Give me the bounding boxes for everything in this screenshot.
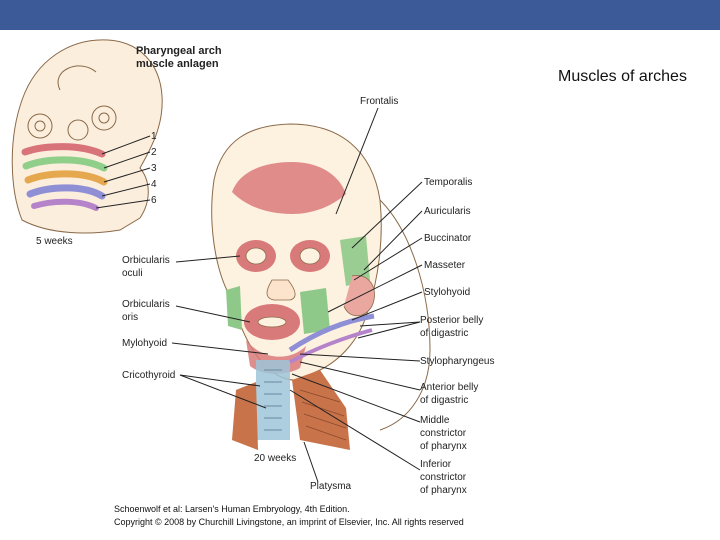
- label-auricularis: Auricularis: [424, 206, 471, 217]
- main-age-label: 20 weeks: [254, 453, 296, 464]
- label-middle-constrictor-line1: Middle: [420, 415, 450, 426]
- label-platysma: Platysma: [310, 481, 352, 492]
- label-anterior-belly-digastric-line2: of digastric: [420, 395, 468, 406]
- label-anterior-belly-digastric-line1: Anterior belly: [420, 382, 478, 393]
- label-orbicularis-oculi-line1: Orbicularis: [122, 255, 170, 266]
- fetal-head-20-weeks-illustration: [212, 124, 430, 450]
- inset-title-line2: muscle anlagen: [136, 58, 219, 70]
- label-posterior-belly-digastric-line1: Posterior belly: [420, 315, 483, 326]
- label-orbicularis-oris-line1: Orbicularis: [122, 299, 170, 310]
- label-buccinator: Buccinator: [424, 233, 472, 244]
- arch-number-6: 6: [151, 195, 157, 206]
- label-stylohyoid: Stylohyoid: [424, 287, 470, 298]
- label-inferior-constrictor-line2: constrictor: [420, 472, 467, 483]
- inset-title-line1: Pharyngeal arch: [136, 45, 222, 57]
- arch-number-4: 4: [151, 179, 157, 190]
- arch-number-1: 1: [151, 131, 157, 142]
- label-masseter: Masseter: [424, 260, 466, 271]
- label-middle-constrictor-line2: constrictor: [420, 428, 467, 439]
- label-orbicularis-oculi-line2: oculi: [122, 268, 143, 279]
- header-bar: [0, 0, 720, 30]
- label-stylopharyngeus: Stylopharyngeus: [420, 356, 495, 367]
- credit-line1: Schoenwolf et al: Larsen's Human Embryol…: [114, 504, 350, 514]
- embryology-figure: Pharyngeal arch muscle anlagen 1 2 3 4 6…: [0, 30, 560, 540]
- label-inferior-constrictor-line1: Inferior: [420, 459, 452, 470]
- label-middle-constrictor-line3: of pharynx: [420, 441, 467, 452]
- label-cricothyroid: Cricothyroid: [122, 370, 175, 381]
- arch-number-2: 2: [151, 147, 157, 158]
- label-mylohyoid: Mylohyoid: [122, 338, 167, 349]
- label-frontalis: Frontalis: [360, 96, 398, 107]
- label-posterior-belly-digastric-line2: of digastric: [420, 328, 468, 339]
- arch-number-3: 3: [151, 163, 157, 174]
- label-inferior-constrictor-line3: of pharynx: [420, 485, 467, 496]
- label-orbicularis-oris-line2: oris: [122, 312, 138, 323]
- inset-age-label: 5 weeks: [36, 236, 73, 247]
- label-temporalis: Temporalis: [424, 177, 472, 188]
- credit-line2: Copyright © 2008 by Churchill Livingston…: [114, 517, 464, 527]
- slide-title: Muscles of arches: [558, 68, 687, 86]
